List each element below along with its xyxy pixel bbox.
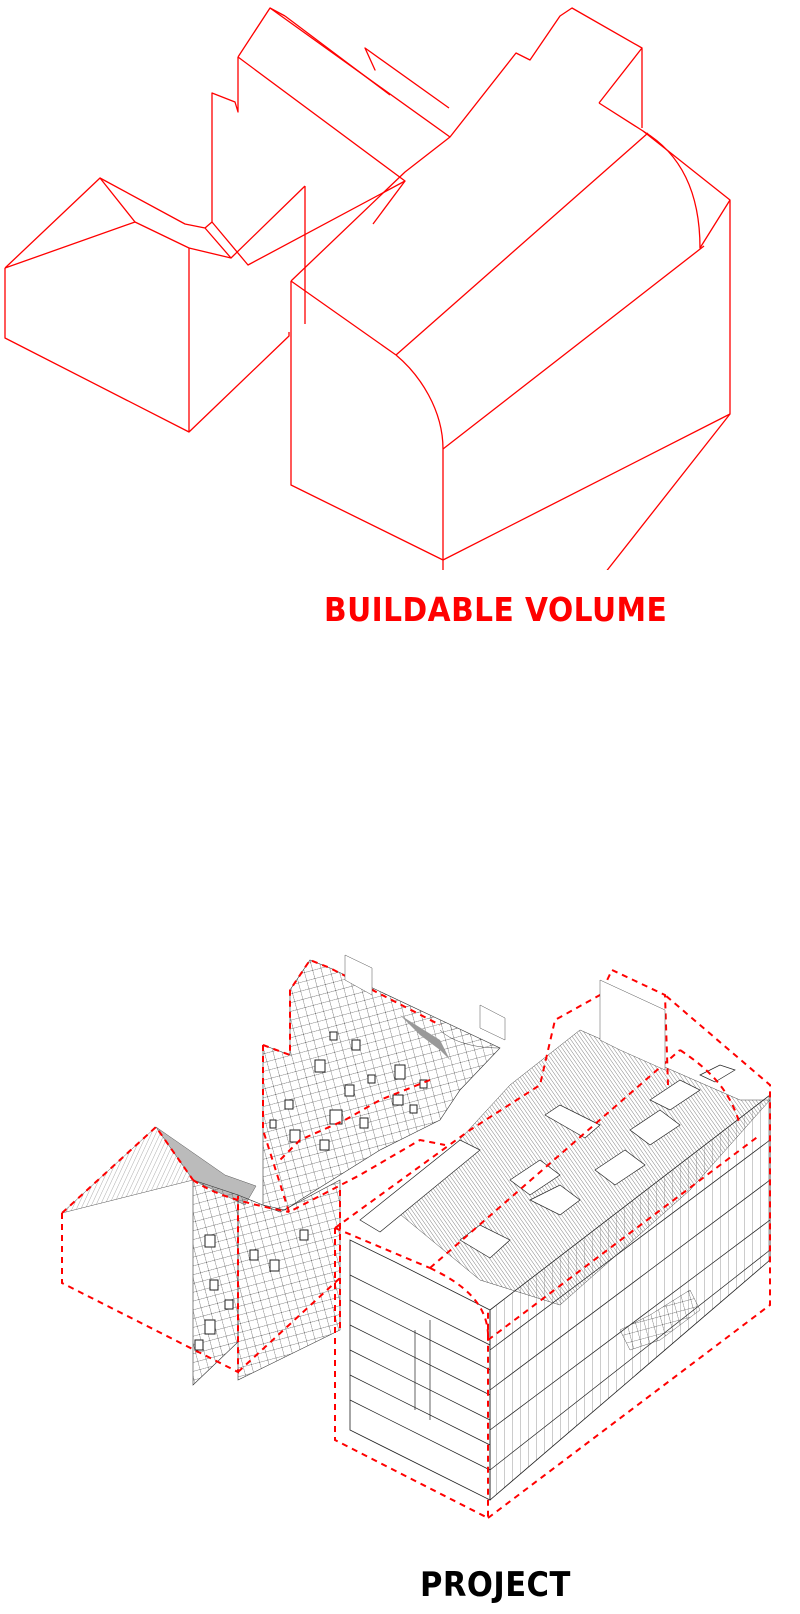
left-house-volume <box>4 177 306 433</box>
front-facade-lines <box>349 1274 491 1471</box>
right-volume <box>290 7 731 570</box>
side-facade-bands <box>489 1139 771 1471</box>
project-left-house <box>61 1125 341 1386</box>
buildable-volume-caption: BUILDABLE VOLUME <box>324 590 668 629</box>
project-main-building <box>334 968 771 1520</box>
project-middle-volume <box>194 954 506 1351</box>
buildable-volume-drawing <box>4 7 731 570</box>
middle-volume <box>204 7 451 324</box>
project-drawing <box>61 954 771 1520</box>
project-caption: PROJECT <box>420 1565 571 1605</box>
window-grid <box>194 1031 428 1351</box>
